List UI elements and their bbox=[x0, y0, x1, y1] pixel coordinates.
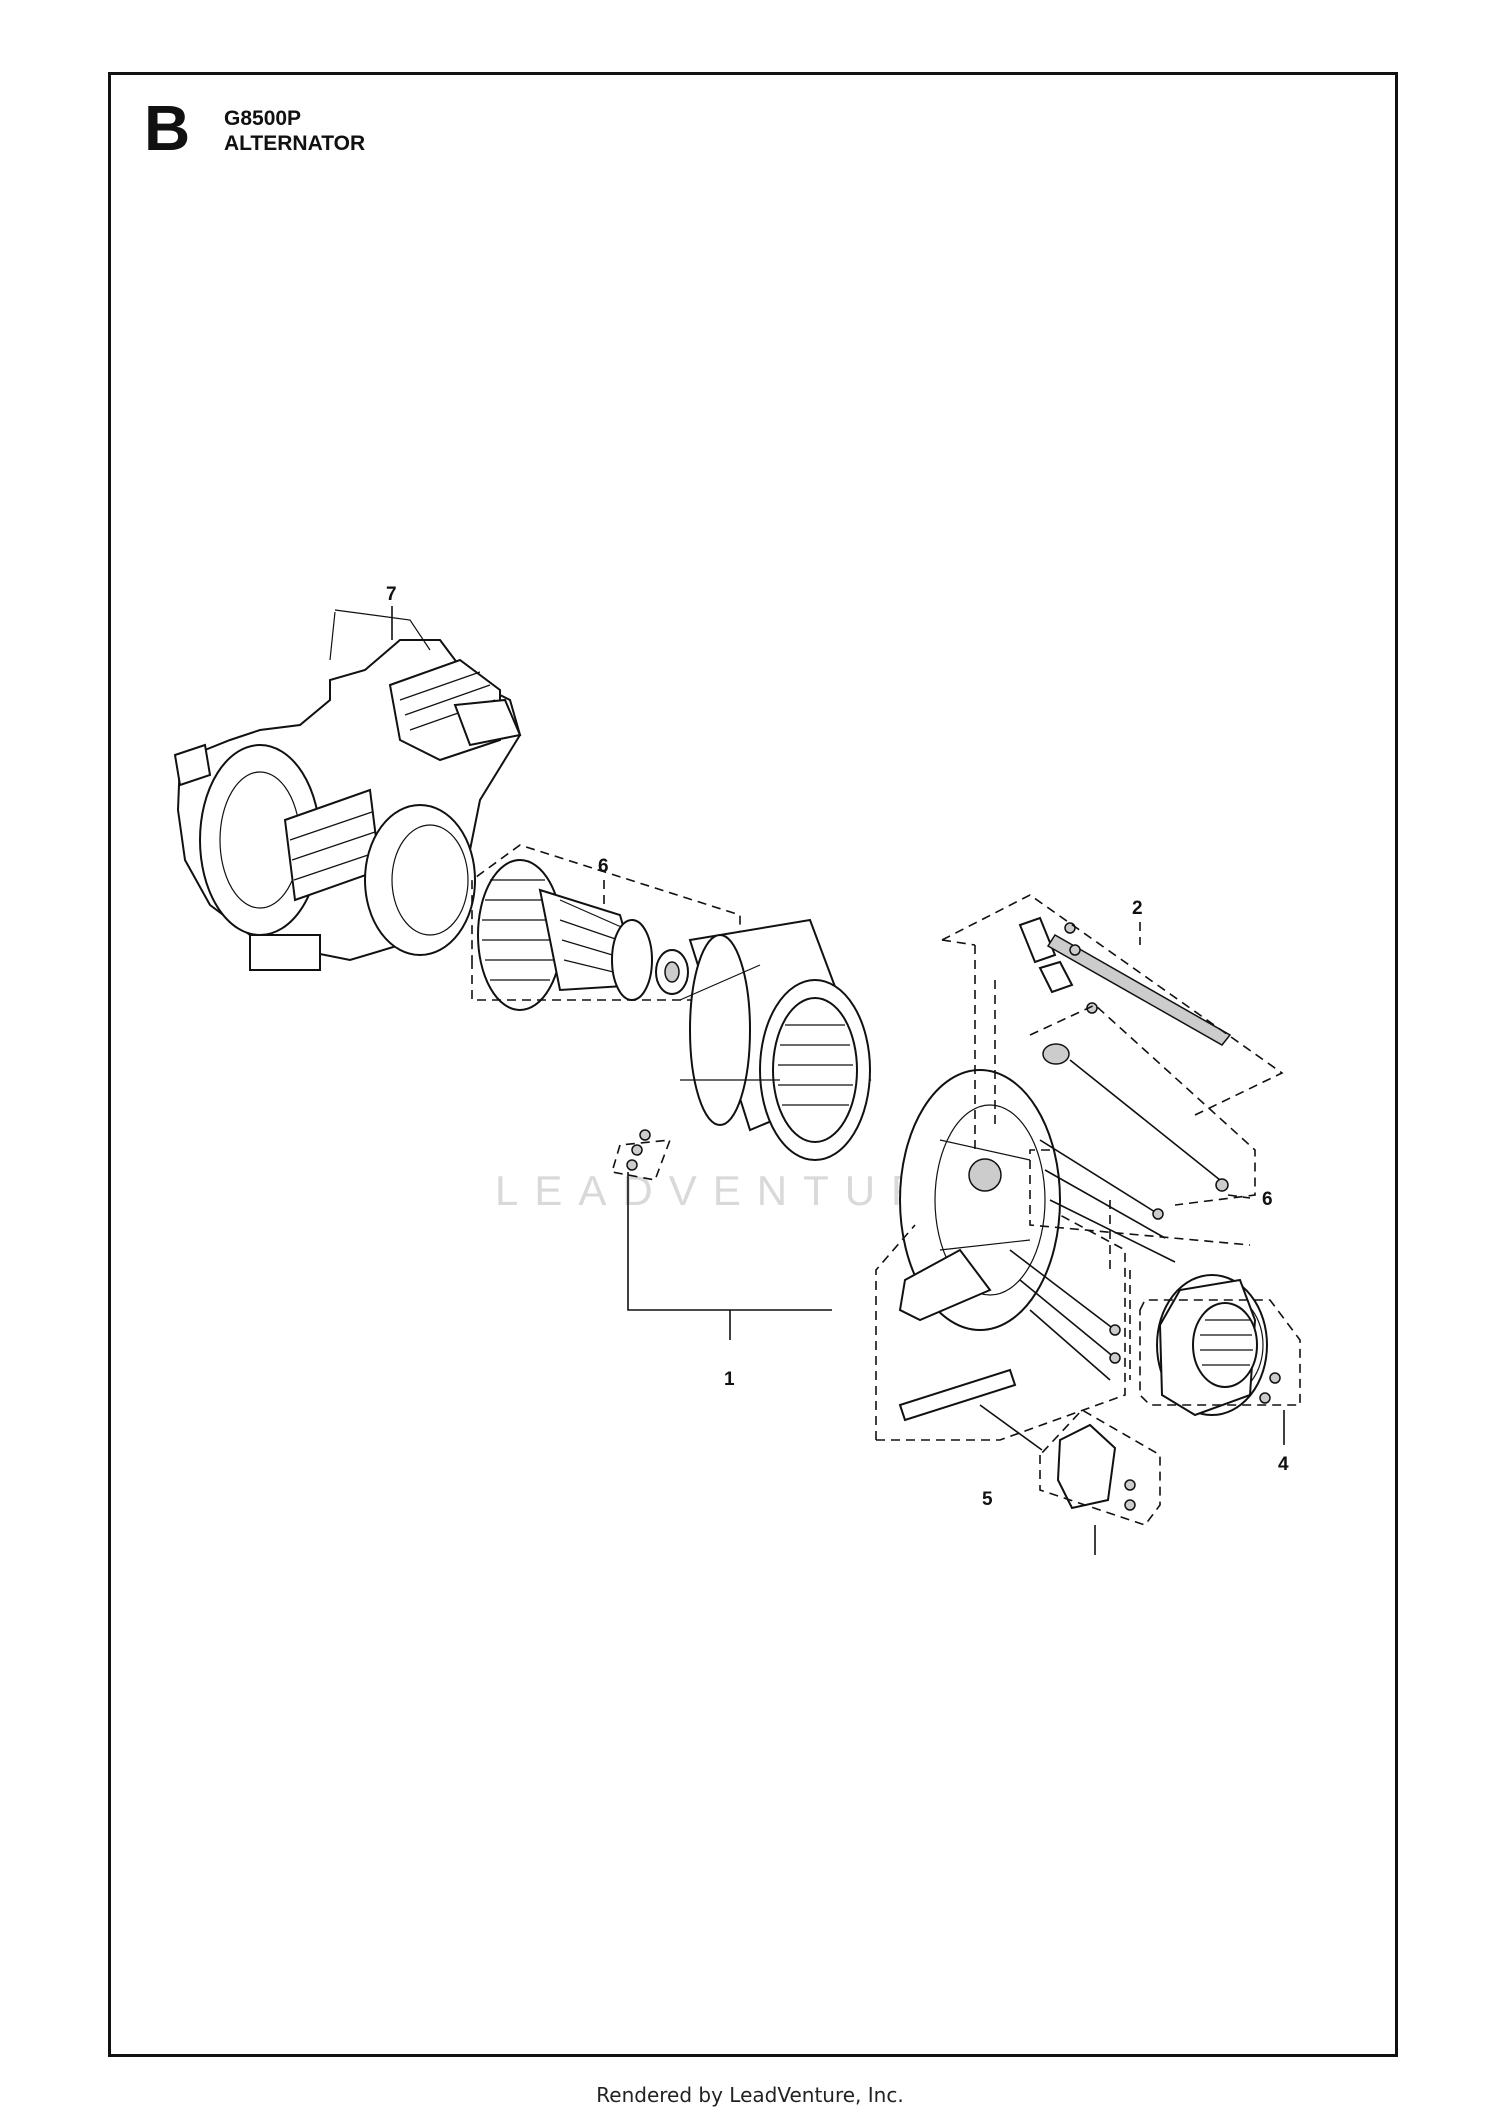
callout-7[interactable]: 7 bbox=[386, 584, 397, 605]
callout-2[interactable]: 2 bbox=[1132, 898, 1143, 919]
callout-1[interactable]: 1 bbox=[724, 1369, 735, 1390]
end-cover-assembly[interactable] bbox=[1156, 1274, 1281, 1417]
rear-housing[interactable] bbox=[898, 1069, 1061, 1422]
callout-3[interactable]: 6 bbox=[1262, 1189, 1273, 1210]
through-bolt-set[interactable] bbox=[1009, 1043, 1229, 1381]
callout-5[interactable]: 5 bbox=[982, 1489, 993, 1510]
callout-4[interactable]: 4 bbox=[1278, 1454, 1289, 1475]
brush-holder-assembly[interactable] bbox=[1018, 916, 1232, 1046]
diagram-title: ALTERNATOR bbox=[224, 132, 366, 155]
rotor-assembly[interactable] bbox=[477, 859, 689, 1011]
model-number: G8500P bbox=[224, 107, 302, 130]
section-letter: B bbox=[144, 92, 191, 164]
engine-assembly[interactable] bbox=[173, 609, 522, 971]
callout-6[interactable]: 6 bbox=[598, 856, 609, 877]
footer-credit: Rendered by LeadVenture, Inc. bbox=[596, 2083, 904, 2107]
diagram-frame bbox=[108, 72, 1398, 2057]
stator-assembly[interactable] bbox=[679, 918, 872, 1161]
terminal-cover-assembly[interactable] bbox=[1056, 1423, 1136, 1511]
watermark: LEADVENTURE bbox=[495, 1167, 981, 1214]
